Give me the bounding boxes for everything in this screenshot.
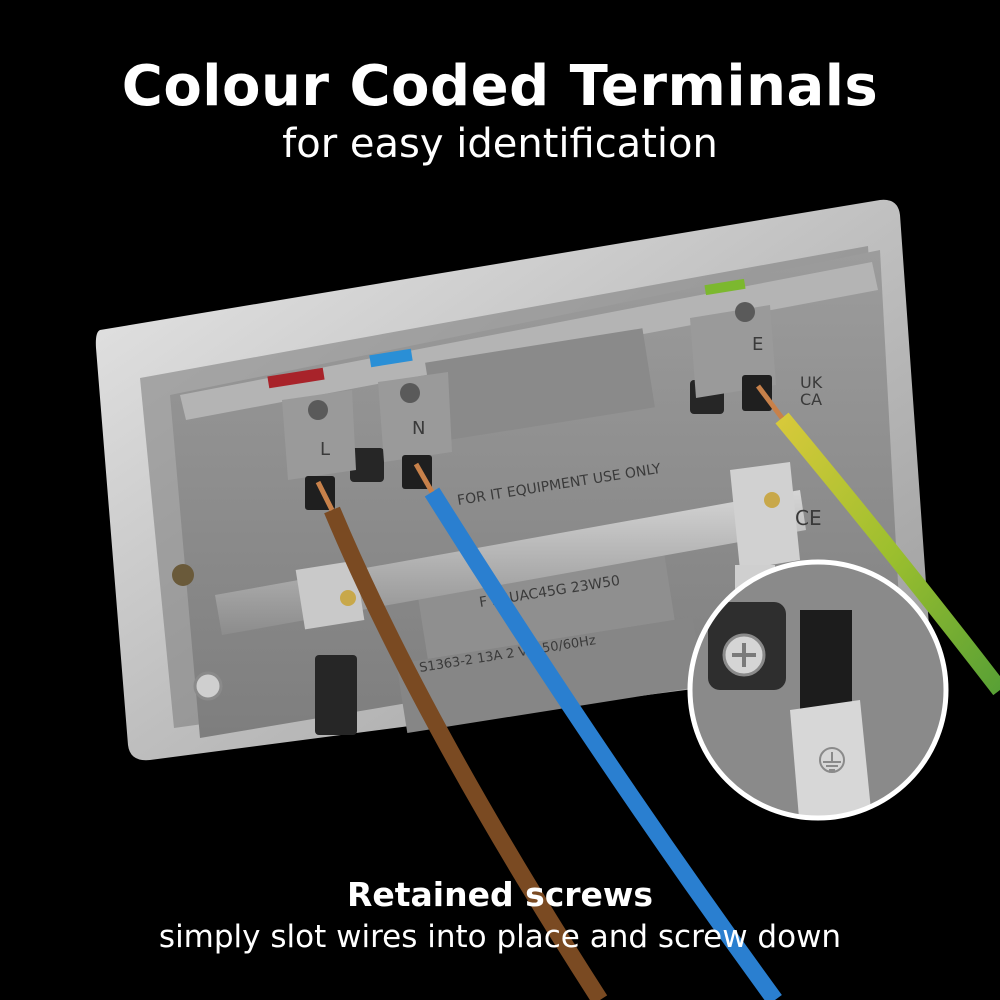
terminal-blocks	[282, 302, 776, 510]
subheadline: for easy identification	[282, 121, 718, 167]
green-yellow-wire	[775, 412, 1000, 696]
wires	[315, 384, 1000, 1000]
headline: Colour Coded Terminals	[121, 54, 879, 119]
ce-mark: CE	[795, 506, 822, 530]
blue-wire	[424, 487, 782, 1000]
ukca-mark-top: UK	[800, 373, 823, 392]
earth-marker	[704, 278, 746, 296]
terminal-markers	[267, 278, 746, 389]
ukca-mark-bottom: CA	[800, 390, 822, 409]
live-marker	[267, 367, 325, 389]
caption-body: simply slot wires into place and screw d…	[158, 919, 842, 955]
brown-wire	[324, 506, 608, 1000]
terminal-letter-live: L	[320, 439, 330, 460]
neutral-marker	[369, 348, 413, 368]
terminal-letter-neutral: N	[412, 418, 425, 439]
terminal-letter-earth: E	[752, 334, 763, 355]
zoom-inset	[687, 559, 949, 821]
caption-title: Retained screws	[346, 875, 654, 914]
earth-symbol-icon	[819, 747, 845, 773]
